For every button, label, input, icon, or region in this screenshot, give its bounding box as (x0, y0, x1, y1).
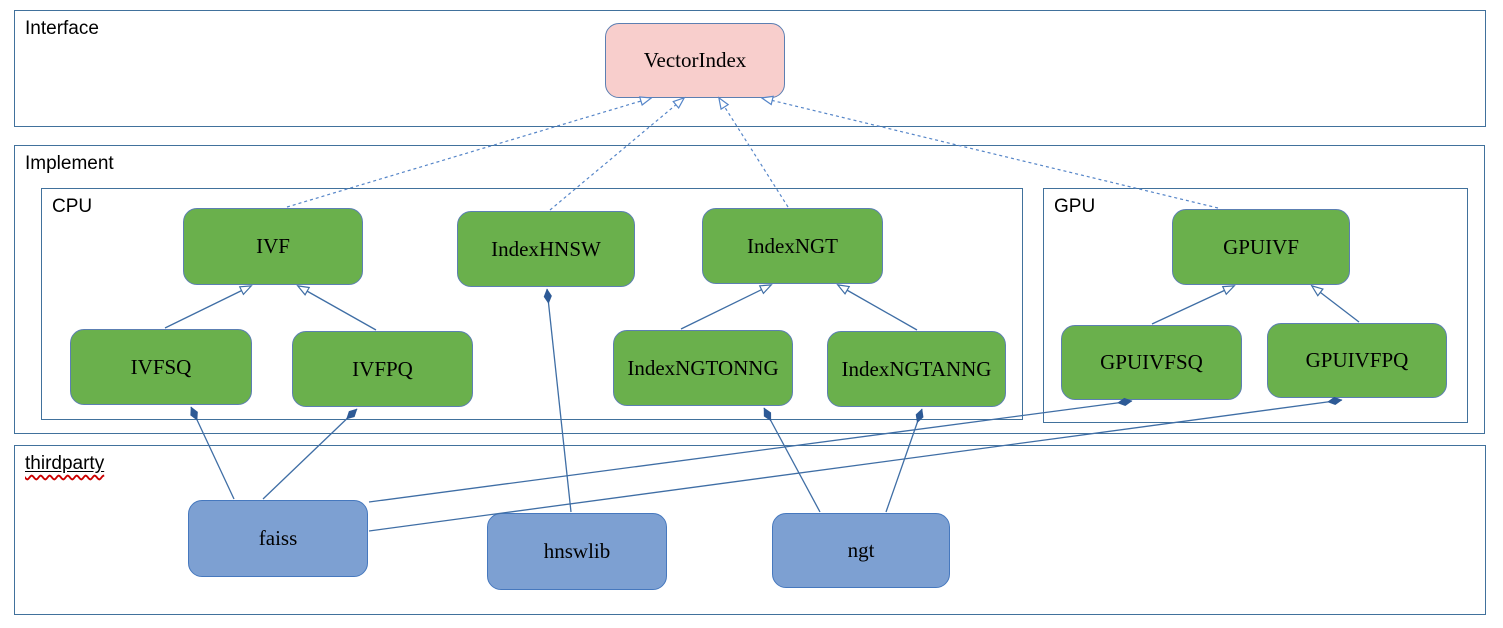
container-label-gpu: GPU (1054, 196, 1096, 217)
node-ivfsq: IVFSQ (70, 329, 252, 405)
node-faiss: faiss (188, 500, 368, 577)
container-label-thirdparty: thirdparty (25, 453, 104, 476)
node-vectorindex: VectorIndex (605, 23, 785, 98)
node-label-ivf: IVF (256, 234, 290, 258)
node-gpuivfpq: GPUIVFPQ (1267, 323, 1447, 398)
node-indexngtonng: IndexNGTONNG (613, 330, 793, 406)
node-label-vectorindex: VectorIndex (643, 48, 747, 72)
node-label-gpuivfsq: GPUIVFSQ (1100, 350, 1203, 374)
node-label-indexhnsw: IndexHNSW (491, 236, 601, 261)
node-ivf: IVF (183, 208, 363, 285)
node-gpuivf: GPUIVF (1172, 209, 1350, 285)
node-label-indexngtonng: IndexNGTONNG (627, 355, 779, 380)
node-label-indexngt: IndexNGT (747, 233, 838, 258)
container-label-thirdparty-text: thirdparty (25, 453, 105, 474)
node-indexngt: IndexNGT (702, 208, 883, 284)
node-label-gpuivfpq: GPUIVFPQ (1305, 348, 1409, 372)
node-label-indexngtanng: IndexNGTANNG (841, 356, 992, 381)
container-label-cpu: CPU (52, 196, 93, 217)
node-indexngtanng: IndexNGTANNG (827, 331, 1006, 407)
node-label-faiss: faiss (258, 526, 298, 550)
container-label-interface: Interface (25, 18, 99, 39)
node-hnswlib: hnswlib (487, 513, 667, 590)
node-label-ivfsq: IVFSQ (130, 354, 192, 379)
node-label-hnswlib: hnswlib (543, 539, 611, 563)
node-ngt: ngt (772, 513, 950, 588)
node-ivfpq: IVFPQ (292, 331, 473, 407)
container-label-implement: Implement (25, 153, 114, 174)
node-indexhnsw: IndexHNSW (457, 211, 635, 287)
node-label-ivfpq: IVFPQ (352, 356, 413, 381)
node-label-gpuivf: GPUIVF (1223, 234, 1299, 259)
node-label-ngt: ngt (847, 538, 875, 562)
node-gpuivfsq: GPUIVFSQ (1061, 325, 1242, 400)
